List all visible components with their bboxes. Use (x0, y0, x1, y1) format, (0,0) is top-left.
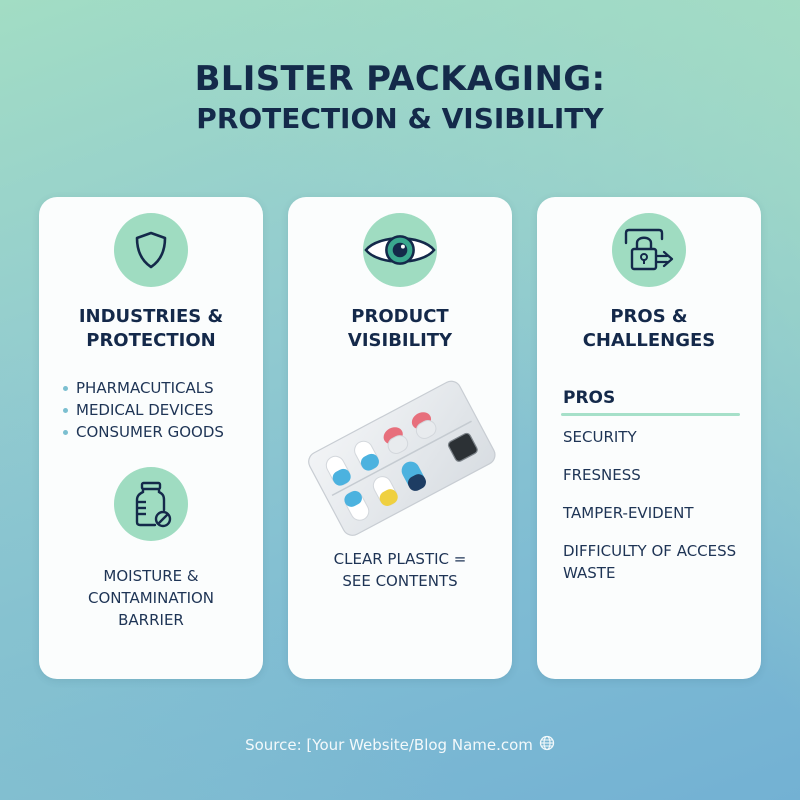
card-title: PRODUCT VISIBILITY (288, 305, 512, 353)
industries-list: PHARMACUTICALS MEDICAL DEVICES CONSUMER … (63, 377, 224, 443)
list-item: CONSUMER GOODS (63, 421, 224, 443)
list-item: MEDICAL DEVICES (63, 399, 224, 421)
title-line-1: BLISTER PACKAGING: (194, 59, 606, 99)
card-product-visibility: PRODUCT VISIBILITY (288, 197, 512, 679)
list-item-label: PHARMACUTICALS (76, 379, 214, 397)
list-item: DIFFICULTY OF ACCESS (563, 542, 737, 560)
card-title-line-2: CHALLENGES (582, 330, 716, 351)
list-item-label: CONSUMER GOODS (76, 423, 224, 441)
caption-line: CLEAR PLASTIC = (333, 550, 467, 568)
shield-icon (114, 213, 188, 287)
padlock-exit-icon (612, 213, 686, 287)
source-footer: Source: [Your Website/Blog Name.com (0, 735, 800, 755)
list-item: TAMPER-EVIDENT (563, 504, 694, 522)
card-title: PROS & CHALLENGES (537, 305, 761, 353)
clear-plastic-caption: CLEAR PLASTIC = SEE CONTENTS (288, 548, 512, 592)
page-title: BLISTER PACKAGING: PROTECTION & VISIBILI… (0, 59, 800, 136)
bottle-no-contamination-icon (114, 467, 188, 541)
card-pros-challenges: PROS & CHALLENGES PROS SECURITY FRESNESS… (537, 197, 761, 679)
moisture-barrier-text: MOISTURE & CONTAMINATION BARRIER (39, 565, 263, 631)
card-title-line-1: INDUSTRIES & (78, 306, 224, 327)
bullet-icon (63, 429, 68, 435)
bullet-icon (63, 407, 68, 413)
card-title-line-1: PRODUCT (351, 306, 449, 327)
blister-pack-pills-image (302, 375, 498, 543)
sub-text-line: CONTAMINATION (87, 589, 215, 607)
card-title-line-1: PROS & (610, 306, 688, 327)
pros-heading: PROS (563, 388, 616, 408)
list-item: FRESNESS (563, 466, 641, 484)
title-line-2: PROTECTION & VISIBILITY (196, 102, 604, 136)
card-title-line-2: PROTECTION (86, 330, 216, 351)
source-text: Source: [Your Website/Blog Name.com (245, 736, 533, 754)
card-industries-protection: INDUSTRIES & PROTECTION PHARMACUTICALS M… (39, 197, 263, 679)
list-item: PHARMACUTICALS (63, 377, 224, 399)
card-title-line-2: VISIBILITY (347, 330, 453, 351)
pros-divider (561, 413, 740, 416)
list-item: SECURITY (563, 428, 637, 446)
globe-icon (539, 735, 555, 755)
sub-text-line: BARRIER (118, 611, 184, 629)
eye-icon (363, 213, 437, 287)
list-item: WASTE (563, 564, 616, 582)
bullet-icon (63, 385, 68, 391)
list-item-label: MEDICAL DEVICES (76, 401, 214, 419)
card-title: INDUSTRIES & PROTECTION (39, 305, 263, 353)
sub-text-line: MOISTURE & (103, 567, 199, 585)
caption-line: SEE CONTENTS (342, 572, 458, 590)
